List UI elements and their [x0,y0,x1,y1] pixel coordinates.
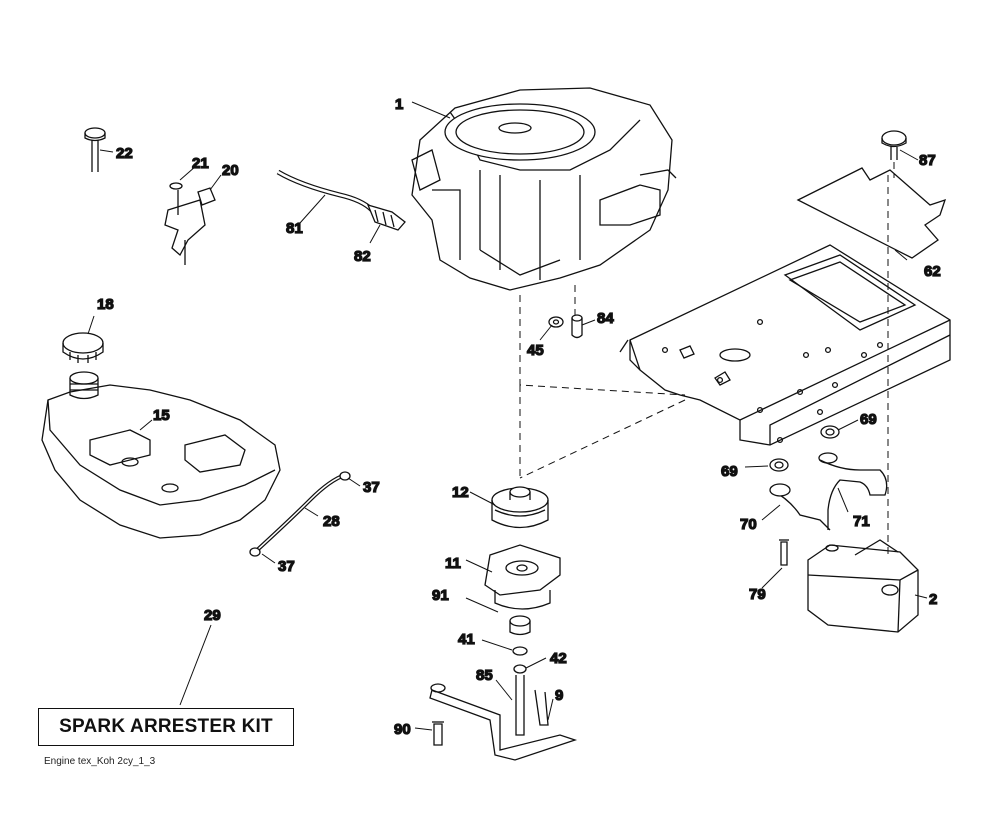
fuel-cap-part [62,332,104,363]
callout-29: 29 [204,607,221,624]
callout-20: 20 [222,162,239,179]
heat-shield-part [796,167,947,259]
gasket-69a-part [820,425,840,439]
callout-2: 2 [929,591,937,608]
callout-21: 21 [192,155,209,172]
gasket-69b-part [769,458,789,472]
callout-18: 18 [97,296,114,313]
callout-42: 42 [550,650,567,667]
callout-90: 90 [394,721,411,738]
bolt-part [84,127,106,172]
pto-clutch-part [484,544,561,610]
bracket-9-part [429,683,578,761]
exhaust-pipe-70-part [769,483,831,531]
callout-84: 84 [597,310,614,327]
muffler-part [807,539,919,633]
callout-62: 62 [924,263,941,280]
callout-28: 28 [323,513,340,530]
spacer-part [571,314,583,339]
callout-45: 45 [527,342,544,359]
callout-11: 11 [445,555,461,572]
fuel-hose-part [276,169,374,212]
knob-part [881,130,907,160]
callout-37-bottom: 37 [278,558,295,575]
callout-87: 87 [919,152,936,169]
spark-arrester-kit-label: SPARK ARRESTER KIT [59,716,273,737]
callout-22: 22 [116,145,133,162]
callout-91: 91 [432,587,449,604]
assembly-lines [519,162,895,555]
callout-69-right: 69 [860,411,877,428]
leader-lines [87,101,928,731]
fuel-line-part [249,471,351,557]
callout-41: 41 [458,631,475,648]
callout-79: 79 [749,586,766,603]
bolt-79-part [779,539,789,566]
fuel-tank-part [41,371,281,539]
chassis-frame [619,244,951,446]
spark-arrester-kit-box: SPARK ARRESTER KIT [38,708,294,746]
callout-69-left: 69 [721,463,738,480]
engine-part [411,87,677,291]
callout-81: 81 [286,220,303,237]
lock-washer-part [513,664,527,674]
engine-pulley-part [491,486,549,529]
washer-part [548,316,564,328]
callout-15: 15 [153,407,170,424]
exhaust-pipe-71-part [818,452,888,530]
bracket-part [164,182,216,265]
diagram-footer-caption: Engine tex_Koh 2cy_1_3 [44,756,156,767]
callout-9: 9 [555,687,563,704]
callout-85: 85 [476,667,493,684]
callout-82: 82 [354,248,371,265]
callout-71: 71 [853,513,870,530]
center-bolt-part [515,675,525,736]
callout-1: 1 [395,96,403,113]
callout-37-top: 37 [363,479,380,496]
callout-12: 12 [452,484,469,501]
bolt-90-part [432,721,444,746]
callout-70: 70 [740,516,757,533]
washer-41-part [512,646,528,656]
fuel-filter-part [366,203,406,231]
spacer-sleeve-part [509,615,531,636]
